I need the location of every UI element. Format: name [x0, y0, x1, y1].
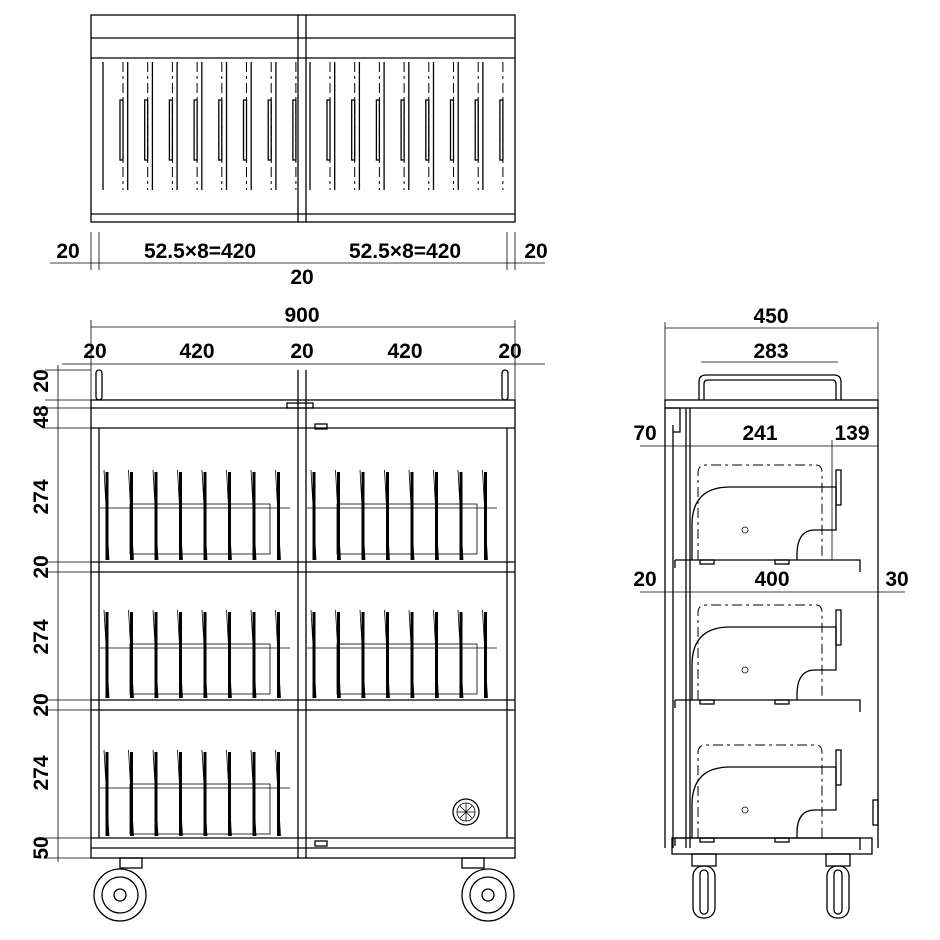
dim-rear: 20 — [633, 568, 656, 591]
dim-front: 30 — [885, 568, 908, 591]
dim-front-gap: 139 — [834, 422, 869, 445]
slot-clip — [474, 99, 479, 161]
dim-v-top: 20 — [30, 369, 53, 392]
device-outline — [129, 783, 271, 835]
caster-right — [461, 857, 515, 922]
top-view: 20 52.5×8=420 20 52.5×8=420 20 — [50, 14, 548, 289]
shelf-foot — [774, 837, 790, 843]
shelf-foot — [774, 559, 790, 565]
slot-clip — [193, 99, 198, 161]
device-latch — [835, 749, 842, 786]
device-outline — [336, 503, 478, 555]
slot-clip — [168, 99, 174, 161]
dim-overall-width: 900 — [284, 304, 319, 327]
slot-clip — [292, 99, 297, 161]
dim-v-band: 48 — [30, 405, 53, 429]
device-profile — [691, 486, 837, 560]
dim-right-post: 20 — [498, 340, 521, 363]
screw-icon — [741, 806, 749, 814]
dim-v-shelf2: 20 — [30, 693, 53, 716]
dim-overall-depth: 450 — [753, 305, 788, 328]
slot-clip — [449, 99, 455, 161]
side-shelf — [674, 837, 861, 850]
dim-right-bay: 420 — [387, 340, 422, 363]
slot-clip — [218, 99, 223, 161]
slot-clip — [242, 99, 248, 161]
dim-v-tier1: 274 — [30, 479, 53, 514]
shelf-foot — [699, 559, 715, 565]
device-outline — [129, 503, 271, 555]
device-outline-dashed — [697, 744, 823, 838]
dim-top-left-span: 52.5×8=420 — [144, 240, 256, 263]
side-caster-front — [825, 853, 851, 919]
slot-clip — [144, 99, 149, 161]
dim-top-left-margin: 20 — [56, 240, 79, 263]
slot-clip — [499, 99, 504, 161]
screw-icon — [741, 666, 749, 674]
device-outline-dashed — [697, 464, 823, 560]
slot-clip — [425, 99, 430, 161]
device-profile — [691, 626, 837, 700]
dim-v-tier2: 274 — [30, 619, 53, 654]
dim-v-tier3: 274 — [30, 755, 53, 790]
side-view: 450 283 70 241 139 20 400 30 — [633, 305, 909, 919]
slot-clip — [375, 99, 381, 161]
device-outline — [336, 643, 478, 695]
device-latch — [835, 469, 842, 506]
top-frame — [90, 14, 516, 223]
dim-top-right-margin: 20 — [524, 240, 547, 263]
slot-clip — [267, 99, 272, 161]
front-view: 900 20 420 20 420 20 20 48 274 — [30, 304, 545, 922]
side-shelf — [674, 699, 861, 712]
fan-icon — [452, 798, 480, 826]
device-latch — [835, 609, 842, 646]
dim-rear-gap: 70 — [633, 422, 656, 445]
device-outline-dashed — [697, 604, 823, 700]
device-outline — [129, 643, 271, 695]
dim-device: 241 — [742, 422, 777, 445]
shelf-foot — [774, 699, 790, 705]
dim-left-bay: 420 — [179, 340, 214, 363]
side-shelf — [674, 559, 861, 572]
slot-clip — [119, 99, 124, 161]
dim-v-base: 50 — [30, 836, 53, 859]
screw-icon — [741, 526, 749, 534]
shelf-foot — [699, 837, 715, 843]
dim-shelf-depth: 400 — [754, 568, 789, 591]
slot-clip — [326, 99, 331, 161]
slot-clip — [400, 99, 405, 161]
device-profile — [691, 766, 837, 838]
dim-v-shelf1: 20 — [30, 555, 53, 578]
dim-center-post: 20 — [290, 340, 313, 363]
front-frame — [90, 399, 516, 859]
dim-top-center: 20 — [290, 266, 313, 289]
dim-top-right-span: 52.5×8=420 — [349, 240, 461, 263]
slot-clip — [351, 99, 356, 161]
shelf-foot — [699, 699, 715, 705]
dim-left-post: 20 — [83, 340, 106, 363]
dim-handle: 283 — [753, 340, 788, 363]
caster-left — [93, 857, 147, 922]
side-caster-rear — [691, 853, 717, 919]
